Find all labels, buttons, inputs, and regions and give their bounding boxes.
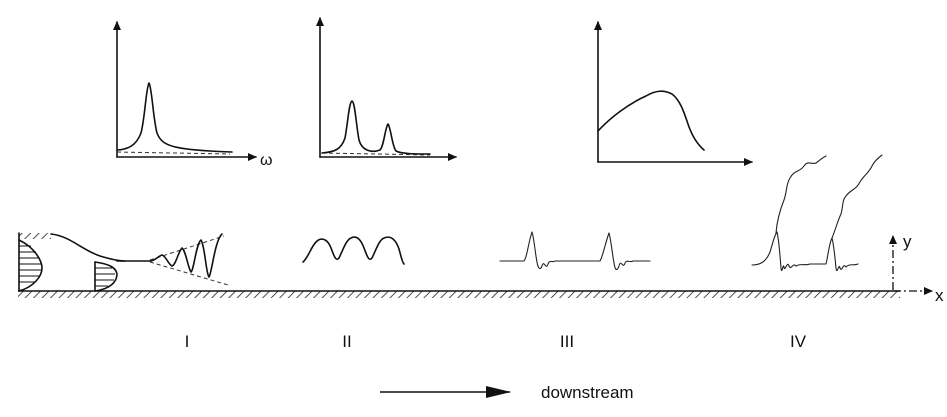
stage-label-3: III xyxy=(560,332,574,351)
stage-label-4: IV xyxy=(790,332,807,351)
wave-1-trace xyxy=(149,233,223,278)
wave-4-trace xyxy=(751,231,859,272)
wave-1-upper-envelope xyxy=(149,235,225,261)
stage-4-turbulence xyxy=(751,154,883,272)
parabolic-velocity-profile xyxy=(18,239,43,292)
boundary-layer-velocity-profile xyxy=(94,261,118,292)
turbulent-front-2 xyxy=(831,154,883,239)
wall-hatching xyxy=(18,291,900,298)
spectrum-plot-stage-1: ω xyxy=(113,21,273,169)
spectrum-3-curve xyxy=(597,90,705,151)
flat-plate-wall xyxy=(18,290,900,298)
y-axis-label: y xyxy=(903,232,912,251)
coordinate-axes: y x xyxy=(889,232,944,305)
stage-labels: I II III IV xyxy=(185,332,807,351)
spectrum-2-curve xyxy=(321,100,431,155)
profile-1-velocity-lines xyxy=(19,245,41,283)
contraction-wall xyxy=(50,233,126,262)
turbulent-front-1 xyxy=(775,155,827,234)
wave-2-trace xyxy=(302,236,405,265)
stage-label-2: II xyxy=(342,332,351,351)
downstream-indicator: downstream xyxy=(380,383,634,402)
omega-axis-label: ω xyxy=(260,152,273,169)
spectrum-1-curve xyxy=(117,82,233,153)
inlet-velocity-profiles xyxy=(18,232,151,292)
stage-2-periodic-wave xyxy=(302,236,405,265)
x-axis-label: x xyxy=(935,286,944,305)
spectrum-plot-stage-2 xyxy=(316,17,457,161)
stage-label-1: I xyxy=(185,332,190,351)
wave-3-trace xyxy=(499,231,651,271)
inlet-top-hatching xyxy=(19,233,51,239)
stage-3-spots xyxy=(499,231,651,271)
profile-2-velocity-lines xyxy=(95,267,115,287)
stage-1-growing-wave xyxy=(149,233,229,286)
downstream-label: downstream xyxy=(541,383,634,402)
spectrum-plot-stage-3 xyxy=(594,21,753,166)
spectrum-1-baseline xyxy=(116,151,231,155)
